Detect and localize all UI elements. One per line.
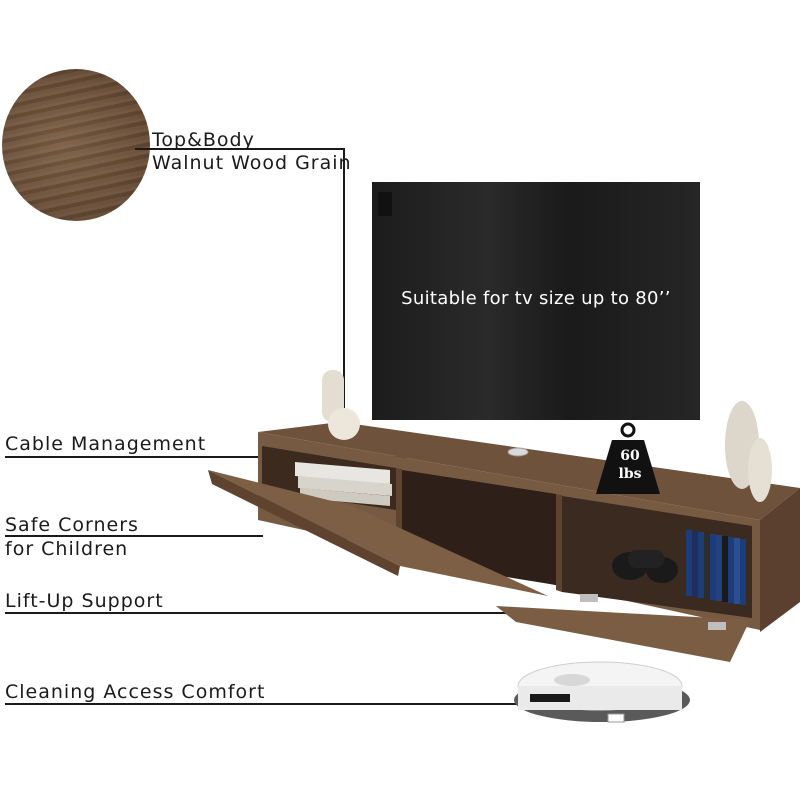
vases-right [725, 401, 772, 502]
weight-icon [596, 422, 660, 494]
feature-cleaning-access: Cleaning Access Comfort [5, 681, 266, 703]
console-top [258, 422, 800, 520]
leader-line-safe-corners [5, 535, 263, 537]
leader-line-top-body-drop [343, 148, 345, 408]
feature-cable-management: Cable Management [5, 433, 207, 455]
wood-grain-swatch [2, 69, 150, 221]
tv-screen: Suitable for tv size up to 80’’ [372, 182, 700, 420]
leader-line-top-body [135, 148, 345, 150]
robot-vacuum [514, 661, 690, 723]
vases-left [322, 370, 360, 440]
feature-safe-corners-line2: for Children [5, 538, 129, 560]
leader-line-lift-up [5, 612, 595, 614]
leader-line-cleaning [5, 703, 533, 705]
flap-door-left [208, 470, 548, 596]
books [295, 462, 392, 506]
feature-top-body-line2: Walnut Wood Grain [152, 152, 352, 174]
flap-door-right [496, 606, 750, 662]
feature-safe-corners-line1: Safe Corners [5, 514, 139, 536]
feature-top-body-line1: Top&Body [152, 129, 255, 151]
feature-lift-up-support: Lift-Up Support [5, 590, 164, 612]
tv-size-caption: Suitable for tv size up to 80’’ [401, 288, 671, 309]
game-cases [686, 530, 746, 605]
weight-label: 60 lbs [618, 448, 642, 482]
game-controller-icon [612, 550, 678, 583]
console-side [760, 488, 800, 632]
